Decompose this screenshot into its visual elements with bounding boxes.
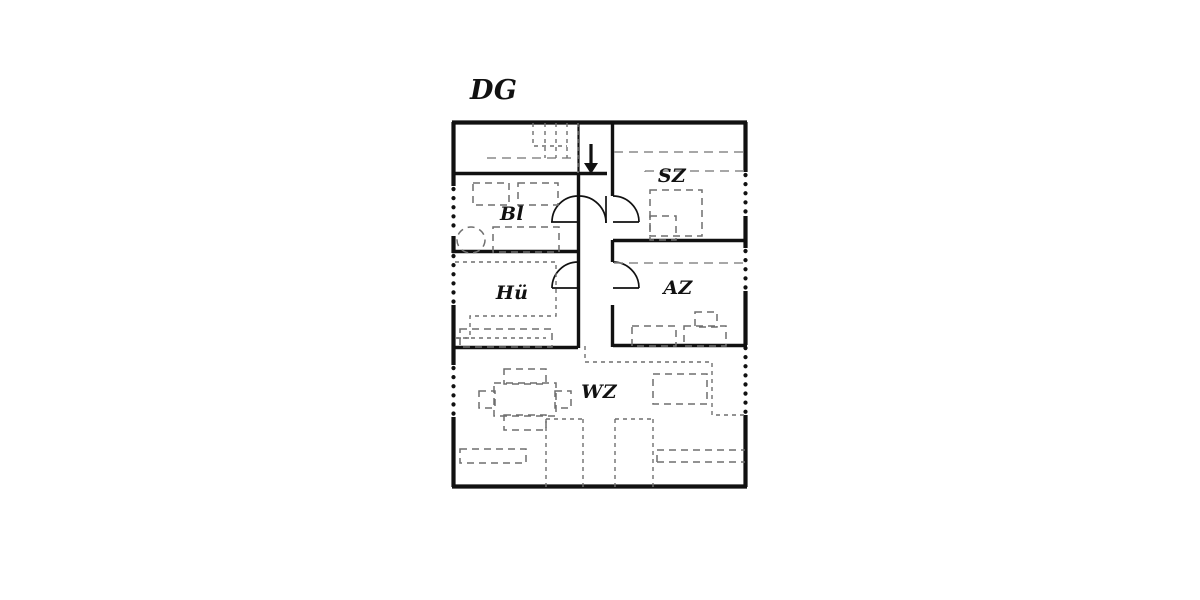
wz-cabinet-right — [652, 373, 708, 405]
door-arc-corridor — [578, 195, 607, 224]
room-label-sz: SZ — [658, 165, 687, 187]
desk-az-top — [694, 311, 718, 328]
landing-furniture — [487, 123, 579, 173]
bath-fixture-washbasin — [472, 182, 510, 206]
wz-shelf-bottom-right — [656, 449, 745, 462]
az-furniture — [614, 262, 746, 347]
door-arc-az — [612, 261, 640, 289]
door-arc-bl — [551, 195, 579, 223]
bath-fixture-cabinet — [517, 182, 559, 206]
dining-table-wz — [493, 382, 557, 417]
dining-chair-left — [478, 390, 496, 409]
door-arc-sz — [612, 195, 640, 223]
bl-fixtures — [456, 182, 560, 254]
bed-sz — [649, 189, 703, 237]
door-arc-hu — [551, 261, 579, 289]
wz-roofline-right — [584, 346, 745, 416]
room-label-bl: Bl — [499, 203, 524, 225]
outer-walls — [451, 120, 748, 489]
room-label-az: AZ — [661, 277, 693, 299]
room-label-hu: Hü — [495, 282, 528, 304]
wz-shelf-bottom-left — [459, 448, 527, 464]
desk-az-right — [683, 325, 727, 347]
dining-chair-top — [503, 368, 547, 385]
doors — [551, 195, 640, 289]
nightstand-sz — [649, 215, 677, 241]
dining-chair-right — [554, 390, 572, 409]
down-arrow-head — [584, 163, 598, 174]
desk-az-left — [631, 325, 677, 347]
plan-title: DG — [469, 75, 517, 106]
hu-built-in-outline — [455, 261, 557, 339]
dining-chair-bottom — [503, 414, 547, 431]
wz-shelf-top-left — [459, 328, 553, 348]
room-label-wz: WZ — [581, 381, 618, 403]
wz-furniture — [459, 328, 745, 487]
hu-furniture — [455, 261, 557, 339]
down-arrow-icon — [584, 144, 598, 174]
bath-fixture-bathtub — [492, 226, 560, 253]
sz-furniture — [614, 151, 746, 241]
bath-fixture-toilet — [456, 226, 486, 254]
stair-outline — [532, 123, 567, 147]
